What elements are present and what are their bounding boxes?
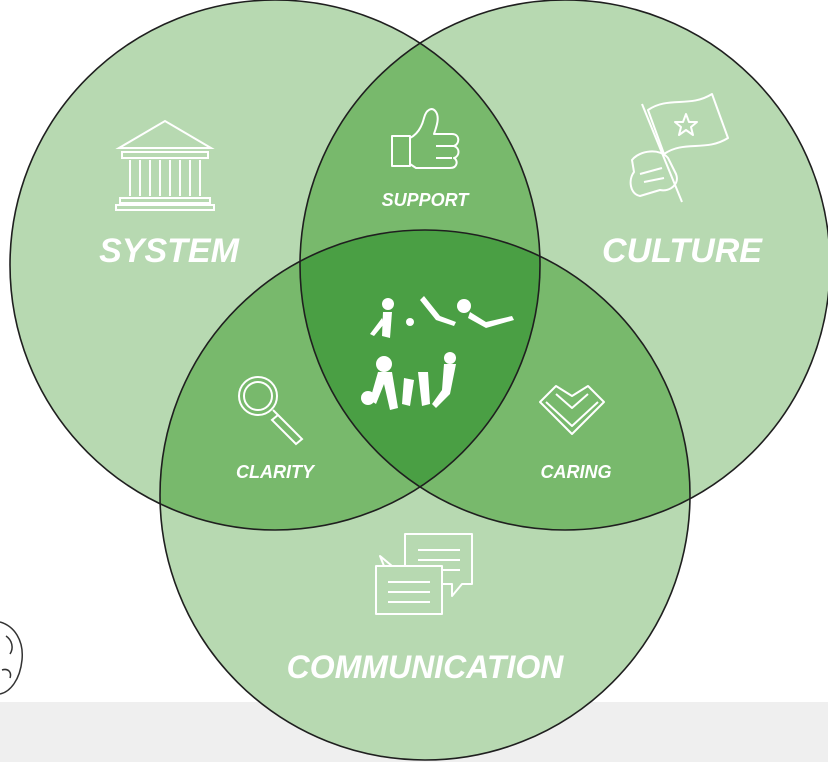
heart-icon bbox=[539, 385, 605, 435]
magnifier-icon bbox=[238, 376, 304, 446]
caring-label: CARING bbox=[541, 462, 612, 482]
clarity-label: CLARITY bbox=[236, 462, 316, 482]
circle-outlines bbox=[9, 0, 828, 761]
soccer-players-icon bbox=[361, 296, 514, 410]
chat-bubbles-icon bbox=[375, 533, 473, 615]
culture-label: CULTURE bbox=[602, 232, 763, 270]
system-label: SYSTEM bbox=[99, 232, 239, 270]
face-illustration bbox=[0, 621, 23, 695]
support-label: SUPPORT bbox=[382, 190, 471, 210]
flag-icon bbox=[629, 93, 729, 203]
bank-icon bbox=[115, 119, 215, 211]
communication-label: COMMUNICATION bbox=[287, 649, 565, 685]
thumbs-up-icon bbox=[391, 108, 460, 169]
